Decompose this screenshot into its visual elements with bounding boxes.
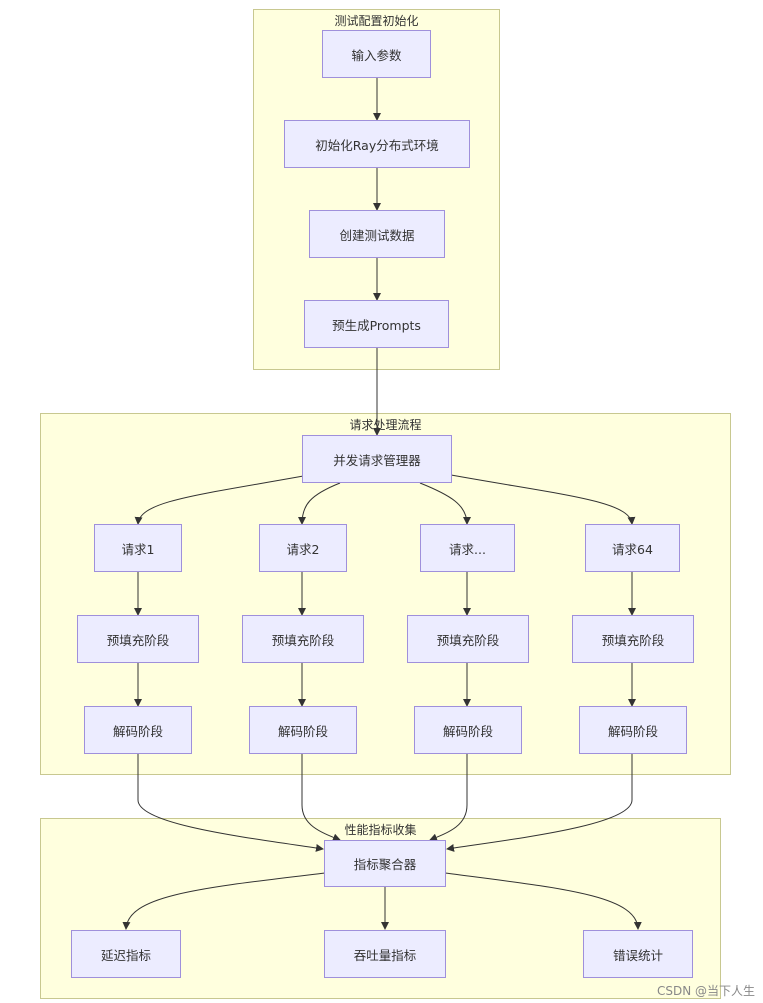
node-init-ray: 初始化Ray分布式环境: [284, 120, 470, 168]
node-pregen-prompts: 预生成Prompts: [304, 300, 449, 348]
node-request-more: 请求...: [420, 524, 515, 572]
node-metrics-aggregator: 指标聚合器: [324, 840, 446, 887]
node-error-stats: 错误统计: [583, 930, 693, 978]
node-prefill-4: 预填充阶段: [572, 615, 694, 663]
node-decode-2: 解码阶段: [249, 706, 357, 754]
node-throughput-metrics: 吞吐量指标: [324, 930, 446, 978]
node-latency-metrics: 延迟指标: [71, 930, 181, 978]
cluster-title: 测试配置初始化: [334, 14, 419, 28]
node-request-1: 请求1: [94, 524, 182, 572]
node-request-64: 请求64: [585, 524, 680, 572]
watermark: CSDN @当下人生: [656, 984, 755, 998]
cluster-title: 性能指标收集: [344, 823, 417, 837]
cluster-title: 请求处理流程: [349, 418, 422, 432]
node-prefill-1: 预填充阶段: [77, 615, 199, 663]
node-create-test-data: 创建测试数据: [309, 210, 445, 258]
node-decode-4: 解码阶段: [579, 706, 687, 754]
node-request-2: 请求2: [259, 524, 347, 572]
node-input-params: 输入参数: [322, 30, 431, 78]
node-decode-3: 解码阶段: [414, 706, 522, 754]
node-prefill-3: 预填充阶段: [407, 615, 529, 663]
node-concurrency-manager: 并发请求管理器: [302, 435, 452, 483]
node-prefill-2: 预填充阶段: [242, 615, 364, 663]
node-decode-1: 解码阶段: [84, 706, 192, 754]
